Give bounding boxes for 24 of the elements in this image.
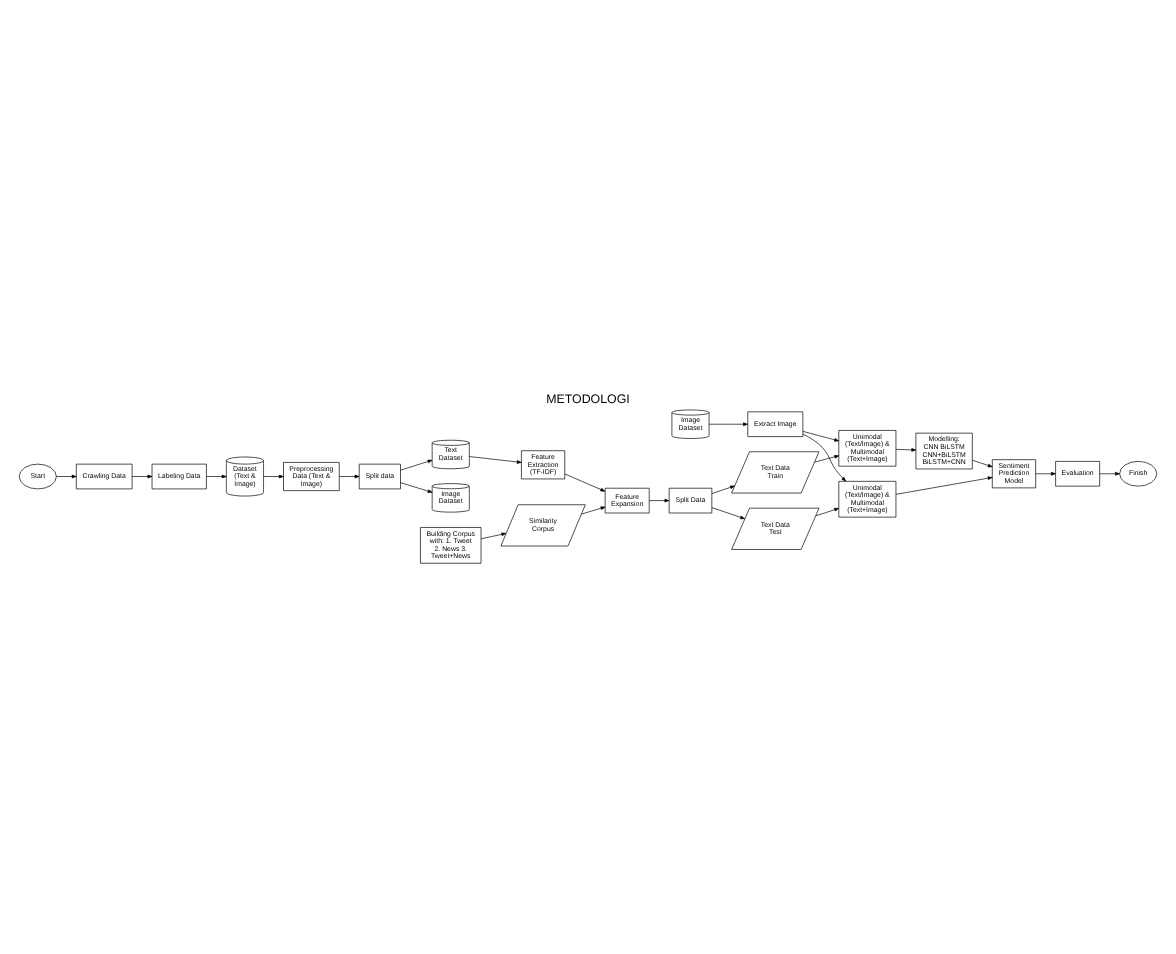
arrow [1035,472,1056,476]
arrow [972,459,993,468]
arrow [206,474,227,479]
arrow [131,474,153,479]
arrow [469,456,522,464]
arrow [708,422,748,426]
arrow [564,473,606,492]
arrow [814,455,840,463]
arrow [263,474,284,479]
arrow [802,431,840,442]
arrow [339,474,360,479]
arrow [480,532,507,540]
arrow [895,476,993,495]
arrow [711,485,735,494]
arrow [649,498,670,503]
arrow [581,506,606,515]
arrow [56,474,77,479]
arrow [802,433,847,482]
arrow [815,507,839,517]
arrow [1099,472,1120,476]
arrow [711,507,745,520]
arrow [400,482,433,493]
arrow [400,459,433,471]
arrow [895,448,917,452]
